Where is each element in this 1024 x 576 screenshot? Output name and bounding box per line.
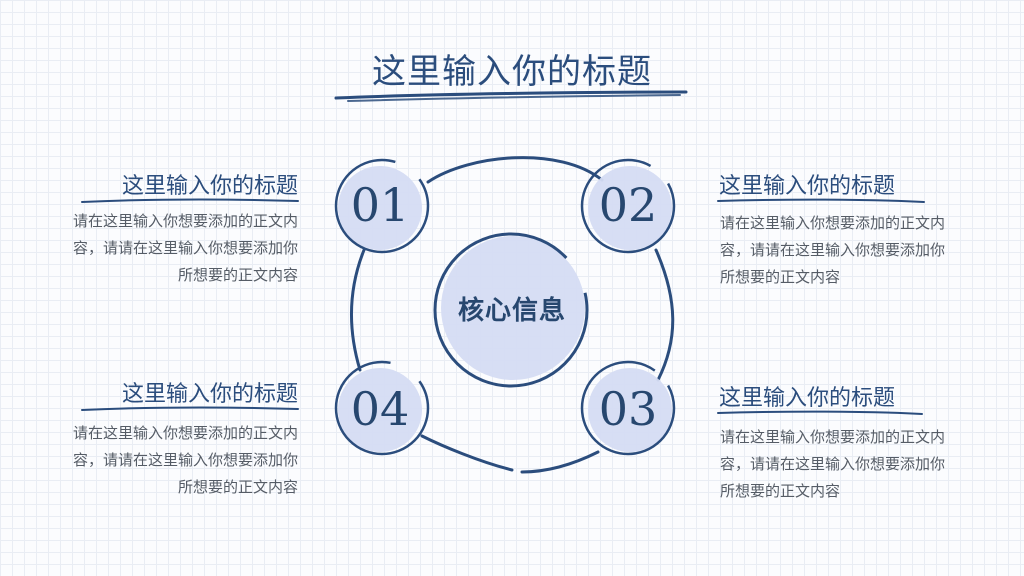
node-number-01: 01 bbox=[350, 178, 410, 232]
item-underline-01 bbox=[81, 198, 299, 203]
page-title: 这里输入你的标题 bbox=[372, 52, 652, 92]
node-ring-03 bbox=[580, 360, 676, 456]
item-body-03: 请在这里输入你想要添加的正文内容，请请在这里输入你想要添加你所想要的正文内容 bbox=[720, 428, 946, 500]
node-ring-01 bbox=[334, 158, 430, 254]
item-body-04: 请在这里输入你想要添加的正文内容，请请在这里输入你想要添加你所想要的正文内容 bbox=[72, 424, 298, 496]
arc-bottom-right bbox=[520, 450, 600, 474]
cycle-diagram bbox=[334, 156, 676, 474]
arc-bottom-left bbox=[420, 434, 514, 472]
arc-left bbox=[350, 248, 366, 372]
node-ring-04 bbox=[334, 360, 430, 456]
core-label: 核心信息 bbox=[457, 296, 566, 326]
arc-right bbox=[654, 248, 675, 382]
node-number-02: 02 bbox=[598, 178, 658, 232]
core-ring bbox=[433, 232, 589, 388]
node-number-04: 04 bbox=[350, 382, 410, 436]
item-underline-03 bbox=[717, 410, 923, 415]
title-underline bbox=[334, 90, 688, 102]
item-body-02: 请在这里输入你想要添加的正文内容，请请在这里输入你想要添加你所想要的正文内容 bbox=[720, 214, 946, 286]
item-title-04: 这里输入你的标题 bbox=[121, 382, 298, 407]
item-underline-02 bbox=[717, 198, 925, 203]
item-underline-04 bbox=[81, 406, 299, 411]
item-title-03: 这里输入你的标题 bbox=[719, 386, 896, 411]
node-ring-02 bbox=[580, 158, 676, 254]
node-number-03: 03 bbox=[598, 382, 658, 436]
item-title-02: 这里输入你的标题 bbox=[719, 174, 896, 199]
item-title-01: 这里输入你的标题 bbox=[121, 174, 298, 199]
arc-top bbox=[426, 156, 604, 184]
item-body-01: 请在这里输入你想要添加的正文内容，请请在这里输入你想要添加你所想要的正文内容 bbox=[72, 212, 298, 284]
